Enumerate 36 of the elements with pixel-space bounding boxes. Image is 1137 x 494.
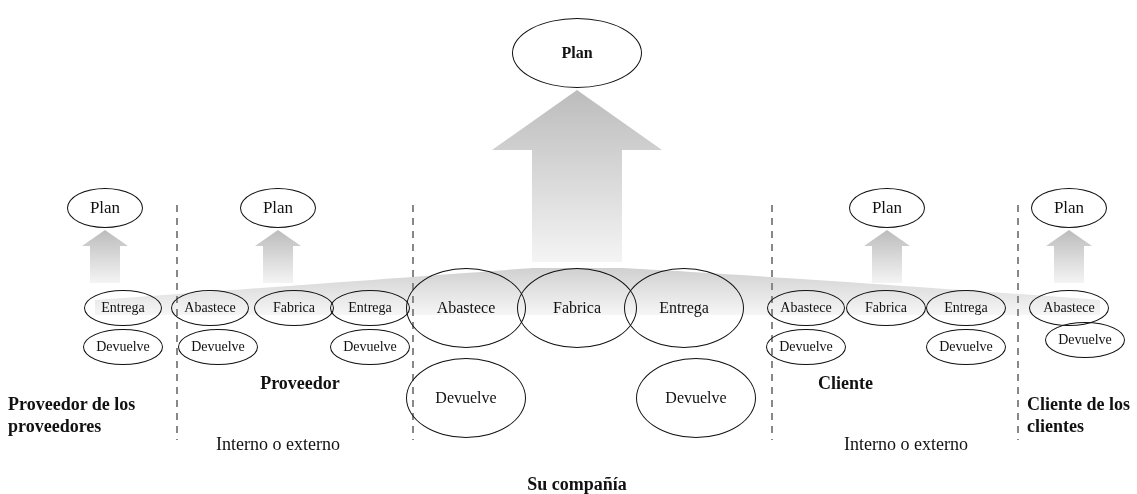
process-name: Plan [262, 198, 294, 218]
process-name: Devuelve [1058, 332, 1112, 348]
party-label: Cliente de los clientes [1027, 393, 1131, 437]
party-label: Proveedor de los proveedores [8, 393, 137, 437]
process-name: Fabrica [553, 299, 601, 317]
process-name: Entrega [348, 300, 392, 316]
process-name: Devuelve [343, 339, 397, 355]
block-arrow [1046, 230, 1092, 283]
process-name: Devuelve [96, 339, 150, 355]
process-name: Devuelve [939, 339, 993, 355]
process-name: Fabrica [273, 300, 315, 316]
process-name: Devuelve [435, 389, 497, 407]
process-name: Devuelve [665, 389, 727, 407]
process-name: Abastece [780, 300, 832, 316]
process-name: Entrega [659, 299, 709, 317]
party-label: Proveedor [259, 372, 341, 394]
party-label: Su compañía [526, 473, 628, 494]
block-arrow [492, 90, 662, 262]
party-label: Cliente [818, 372, 874, 394]
process-name: Plan [89, 198, 121, 218]
block-arrow [864, 230, 910, 283]
party-type-label: Interno o externo [215, 433, 341, 455]
process-name: Plan [561, 44, 593, 62]
process-name: Abastece [1043, 300, 1095, 316]
process-name: Devuelve [779, 339, 833, 355]
process-name: Devuelve [191, 339, 245, 355]
process-name: Entrega [101, 300, 145, 316]
process-name: Abastece [184, 300, 236, 316]
process-name: Plan [1053, 198, 1085, 218]
block-arrow [82, 230, 128, 283]
process-name: Entrega [944, 300, 988, 316]
process-name: Abastece [436, 299, 496, 317]
process-name: Plan [871, 198, 903, 218]
process-name: Fabrica [865, 300, 907, 316]
block-arrow [255, 230, 301, 283]
party-type-label: Interno o externo [843, 433, 969, 455]
